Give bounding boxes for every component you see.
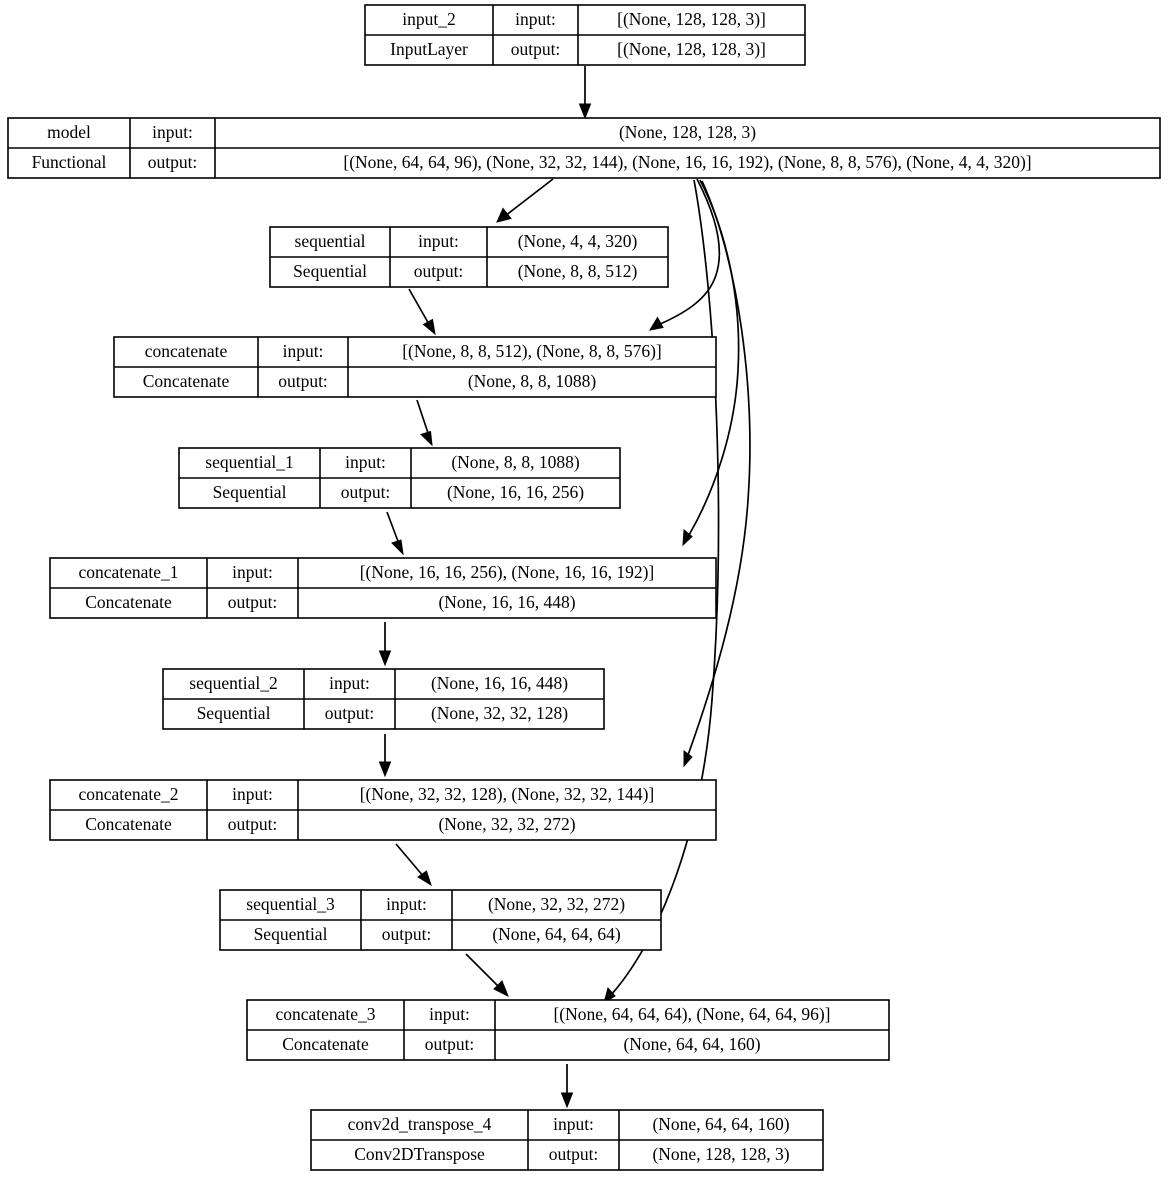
- node-input-label: input:: [515, 9, 556, 29]
- edge-concatenate_2-to-sequential_3: [395, 843, 432, 887]
- edge-model-to-sequential: [496, 178, 554, 223]
- edge-sequential_2-to-concatenate_2: [378, 734, 392, 778]
- node-name: model: [47, 122, 91, 142]
- node-input_2[interactable]: input_2 InputLayer input: output: [(None…: [364, 4, 806, 66]
- node-name: sequential_3: [246, 894, 335, 914]
- node-input-label: input:: [345, 452, 386, 472]
- edge-model-to-concatenate: [648, 178, 721, 331]
- node-output-label: output:: [382, 924, 432, 944]
- node-input-shape: (None, 16, 16, 448): [431, 673, 568, 693]
- node-class: Concatenate: [85, 814, 172, 834]
- node-output-shape: [(None, 128, 128, 3)]: [617, 39, 766, 59]
- node-name: concatenate_1: [78, 562, 178, 582]
- node-name: concatenate: [145, 341, 228, 361]
- edge-concatenate-to-sequential_1: [416, 399, 433, 447]
- node-input-label: input:: [329, 673, 370, 693]
- node-concatenate_3[interactable]: concatenate_3 Concatenate input: output:…: [246, 999, 890, 1061]
- node-output-label: output:: [425, 1034, 475, 1054]
- edge-sequential_3-to-concatenate_3: [465, 953, 509, 998]
- node-concatenate_2[interactable]: concatenate_2 Concatenate input: output:…: [49, 779, 717, 841]
- node-class: Sequential: [213, 482, 287, 502]
- node-name: conv2d_transpose_4: [348, 1114, 492, 1134]
- node-input-label: input:: [553, 1114, 594, 1134]
- node-sequential_2[interactable]: sequential_2 Sequential input: output: (…: [162, 668, 605, 730]
- node-input-shape: (None, 8, 8, 1088): [451, 452, 579, 472]
- node-output-shape: (None, 32, 32, 272): [438, 814, 575, 834]
- node-output-label: output:: [549, 1144, 599, 1164]
- node-class: Concatenate: [143, 371, 230, 391]
- node-output-label: output:: [414, 261, 464, 281]
- node-input-label: input:: [418, 231, 459, 251]
- node-output-shape: [(None, 64, 64, 96), (None, 32, 32, 144)…: [343, 152, 1031, 172]
- node-concatenate_1[interactable]: concatenate_1 Concatenate input: output:…: [49, 557, 717, 619]
- edge-sequential-to-concatenate: [408, 288, 436, 336]
- node-name: sequential_1: [205, 452, 293, 472]
- node-sequential_1[interactable]: sequential_1 Sequential input: output: (…: [178, 447, 621, 509]
- node-concatenate[interactable]: concatenate Concatenate input: output: […: [113, 336, 717, 398]
- node-output-shape: (None, 8, 8, 512): [518, 261, 638, 281]
- node-class: Sequential: [254, 924, 328, 944]
- node-conv2d_transpose_4[interactable]: conv2d_transpose_4 Conv2DTranspose input…: [310, 1109, 824, 1171]
- node-name: input_2: [402, 9, 455, 29]
- node-input-shape: (None, 64, 64, 160): [652, 1114, 789, 1134]
- node-output-label: output:: [325, 703, 375, 723]
- node-output-shape: (None, 128, 128, 3): [652, 1144, 789, 1164]
- node-input-shape: (None, 128, 128, 3): [619, 122, 756, 142]
- node-name: concatenate_3: [275, 1004, 375, 1024]
- node-output-shape: (None, 16, 16, 448): [438, 592, 575, 612]
- node-input-label: input:: [283, 341, 324, 361]
- node-input-shape: [(None, 64, 64, 64), (None, 64, 64, 96)]: [553, 1004, 830, 1024]
- node-class: Concatenate: [282, 1034, 369, 1054]
- node-input-shape: [(None, 8, 8, 512), (None, 8, 8, 576)]: [402, 341, 662, 361]
- node-input-label: input:: [429, 1004, 470, 1024]
- node-output-label: output:: [341, 482, 391, 502]
- node-sequential_3[interactable]: sequential_3 Sequential input: output: (…: [219, 889, 662, 951]
- node-sequential[interactable]: sequential Sequential input: output: (No…: [269, 226, 669, 288]
- node-input-shape: [(None, 16, 16, 256), (None, 16, 16, 192…: [360, 562, 655, 582]
- node-output-label: output:: [148, 152, 198, 172]
- node-name: sequential_2: [189, 673, 277, 693]
- node-name: concatenate_2: [78, 784, 178, 804]
- node-input-shape: (None, 4, 4, 320): [518, 231, 638, 251]
- node-class: Concatenate: [85, 592, 172, 612]
- node-output-label: output:: [228, 814, 278, 834]
- node-output-label: output:: [228, 592, 278, 612]
- node-class: Conv2DTranspose: [354, 1144, 485, 1164]
- node-output-shape: (None, 64, 64, 160): [623, 1034, 760, 1054]
- node-input-shape: (None, 32, 32, 272): [488, 894, 625, 914]
- node-class: InputLayer: [390, 39, 468, 59]
- node-name: sequential: [295, 231, 366, 251]
- node-output-shape: (None, 64, 64, 64): [492, 924, 620, 944]
- nodes-layer: input_2 InputLayer input: output: [(None…: [7, 4, 1161, 1171]
- node-input-shape: [(None, 32, 32, 128), (None, 32, 32, 144…: [360, 784, 655, 804]
- node-output-shape: (None, 8, 8, 1088): [468, 371, 596, 391]
- node-input-shape: [(None, 128, 128, 3)]: [617, 9, 766, 29]
- edge-sequential_1-to-concatenate_1: [386, 511, 404, 556]
- node-input-label: input:: [232, 784, 273, 804]
- node-input-label: input:: [232, 562, 273, 582]
- node-class: Sequential: [293, 261, 367, 281]
- node-output-shape: (None, 32, 32, 128): [431, 703, 568, 723]
- node-model[interactable]: model Functional input: output: (None, 1…: [7, 117, 1161, 179]
- node-output-label: output:: [278, 371, 328, 391]
- node-class: Functional: [32, 152, 107, 172]
- node-class: Sequential: [197, 703, 271, 723]
- node-output-shape: (None, 16, 16, 256): [447, 482, 584, 502]
- edge-concatenate_3-to-conv2d_transpose_4: [560, 1064, 574, 1109]
- edges-layer: [378, 66, 751, 1109]
- edge-input_2-to-model: [578, 66, 592, 120]
- edge-concatenate_1-to-sequential_2: [378, 622, 392, 667]
- node-input-label: input:: [386, 894, 427, 914]
- node-output-label: output:: [511, 39, 561, 59]
- node-input-label: input:: [152, 122, 193, 142]
